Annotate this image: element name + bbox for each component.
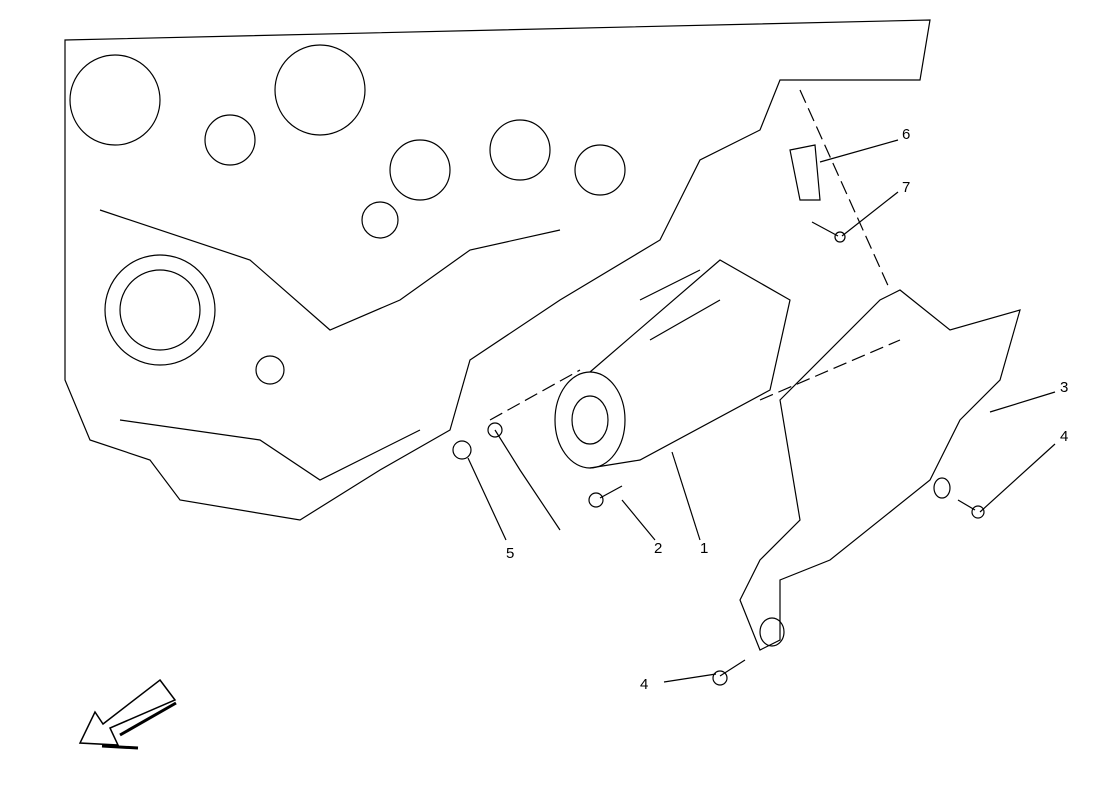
callout-3: 3 xyxy=(1060,379,1069,396)
callout-6: 6 xyxy=(902,126,911,143)
callout-1: 1 xyxy=(700,540,709,557)
callout-4-right: 4 xyxy=(1060,428,1069,445)
callout-7: 7 xyxy=(902,179,911,196)
arrow-down-left-icon xyxy=(78,678,177,746)
callout-5: 5 xyxy=(506,545,515,562)
callout-2: 2 xyxy=(654,540,663,557)
callout-4-bottom: 4 xyxy=(640,676,649,693)
